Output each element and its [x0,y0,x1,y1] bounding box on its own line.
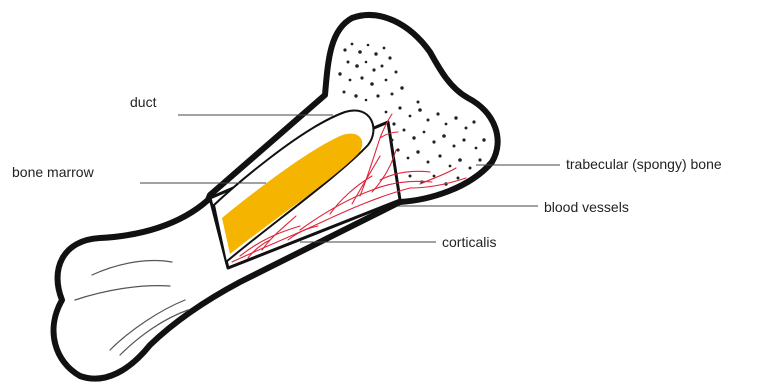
label-trabecular-spongy-bone: trabecular (spongy) bone [566,156,722,172]
label-duct: duct [130,94,156,110]
label-bone-marrow: bone marrow [12,164,94,180]
label-blood-vessels: blood vessels [544,199,629,215]
label-corticalis: corticalis [442,234,496,250]
